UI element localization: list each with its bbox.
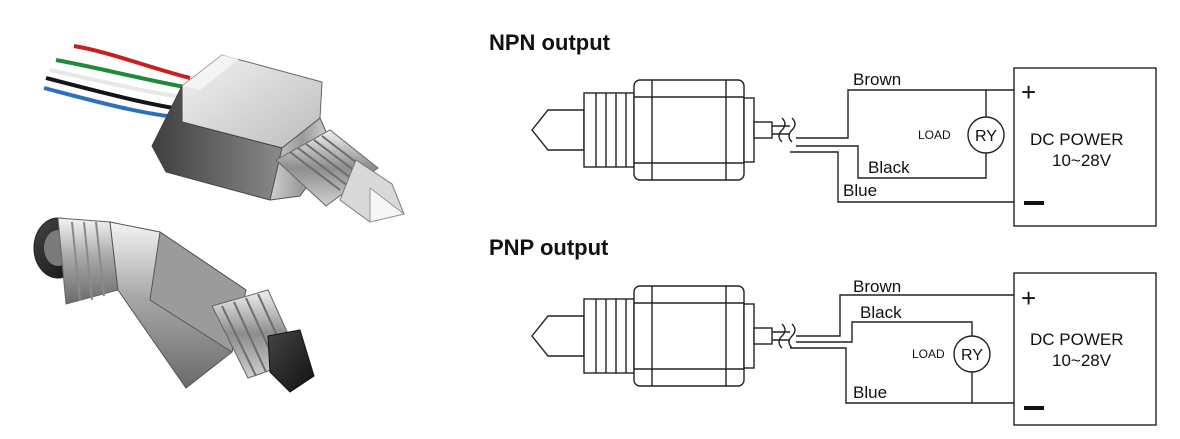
npn-load-label: LOAD bbox=[918, 128, 951, 142]
pnp-dc-power-label: DC POWER bbox=[1030, 330, 1124, 349]
pnp-minus-sign bbox=[1024, 406, 1044, 410]
pnp-voltage-label: 10~28V bbox=[1052, 351, 1112, 370]
sensor-thread bbox=[275, 129, 379, 207]
sensor-photo-with-connector bbox=[33, 217, 315, 393]
npn-minus-sign bbox=[1024, 201, 1044, 205]
pnp-black-label: Black bbox=[860, 303, 902, 322]
npn-relay-coil bbox=[967, 116, 1005, 154]
npn-diagram: NPN output Brown Black Blue LOAD RY + DC… bbox=[489, 30, 1157, 227]
pnp-title: PNP output bbox=[489, 235, 609, 260]
pnp-diagram: PNP output Brown Black Blue LOAD RY + DC… bbox=[489, 235, 1157, 426]
npn-black-label: Black bbox=[868, 158, 910, 177]
pnp-dc-power-box bbox=[1013, 272, 1157, 426]
npn-plus-sign: + bbox=[1021, 77, 1036, 107]
npn-sensor-drawing bbox=[531, 79, 796, 181]
npn-blue-label: Blue bbox=[843, 181, 877, 200]
npn-dc-power-box bbox=[1013, 67, 1157, 227]
pnp-brown-label: Brown bbox=[853, 277, 901, 296]
npn-relay-label: RY bbox=[975, 128, 997, 145]
npn-title: NPN output bbox=[489, 30, 611, 55]
pnp-load-label: LOAD bbox=[912, 347, 945, 361]
pnp-sensor-drawing bbox=[531, 285, 796, 387]
pnp-relay-label: RY bbox=[961, 347, 983, 364]
pnp-relay-coil bbox=[953, 335, 991, 373]
npn-wiring bbox=[790, 89, 1014, 203]
pnp-blue-label: Blue bbox=[853, 383, 887, 402]
sensor-cable-wires bbox=[43, 44, 191, 120]
pnp-plus-sign: + bbox=[1021, 283, 1036, 313]
sensor-photo-with-cable bbox=[43, 44, 406, 223]
pnp-wiring bbox=[790, 294, 1014, 404]
npn-voltage-label: 10~28V bbox=[1052, 151, 1112, 170]
npn-brown-label: Brown bbox=[853, 70, 901, 89]
npn-dc-power-label: DC POWER bbox=[1030, 130, 1124, 149]
